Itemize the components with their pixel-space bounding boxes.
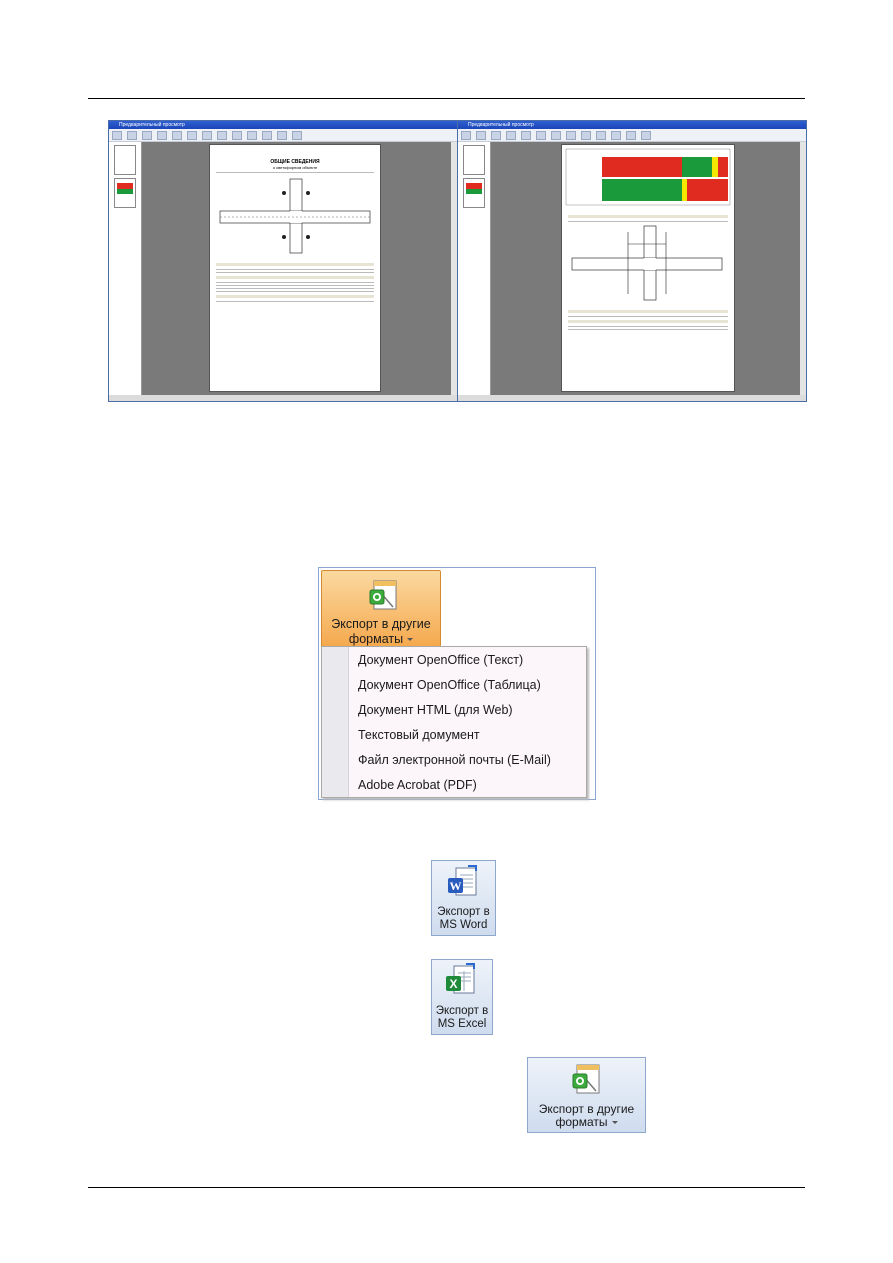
svg-text:X: X (449, 977, 457, 991)
button-label-line2: форматы (348, 632, 404, 646)
other-button-label-line2: форматы (555, 1115, 608, 1129)
scrollbar[interactable] (800, 142, 806, 395)
setup-icon[interactable] (127, 130, 137, 140)
page-icon[interactable] (202, 130, 212, 140)
controller-diagram (571, 225, 723, 301)
page-thumbnail-1[interactable] (114, 145, 136, 175)
excel-icon[interactable] (581, 130, 591, 140)
word-button-label-line2: MS Word (439, 919, 488, 931)
menu-item-openoffice-text[interactable]: Документ OpenOffice (Текст) (358, 653, 524, 667)
window-title: Предварительный просмотр (458, 121, 806, 129)
pdf-icon[interactable] (491, 130, 501, 140)
svg-text:W: W (450, 879, 462, 893)
other-formats-icon[interactable] (596, 130, 606, 140)
thumbnail-panel (109, 142, 142, 395)
excel-button-label-line2: MS Excel (437, 1018, 487, 1030)
excel-icon[interactable] (232, 130, 242, 140)
zoom-icon[interactable] (536, 130, 546, 140)
preview-page-2 (561, 144, 735, 392)
scrollbar[interactable] (451, 142, 457, 395)
menu-item-html[interactable]: Документ HTML (для Web) (358, 703, 513, 717)
export-ms-excel-button[interactable]: X Экспорт в MS Excel (431, 959, 493, 1035)
close-icon[interactable] (641, 130, 651, 140)
pdf-icon[interactable] (142, 130, 152, 140)
page-thumbnail-2[interactable] (114, 178, 136, 208)
export-other-formats-button[interactable]: Экспорт в другие форматы (321, 570, 441, 647)
chevron-down-icon[interactable] (611, 1121, 618, 1125)
intersection-diagram (219, 178, 371, 254)
menu-item-openoffice-table[interactable]: Документ OpenOffice (Таблица) (358, 678, 541, 692)
button-label-line1: Экспорт в другие (331, 617, 431, 631)
find-icon[interactable] (521, 130, 531, 140)
page-thumbnail-2[interactable] (463, 178, 485, 208)
export-document-icon (369, 580, 397, 610)
export-other-formats-button-small[interactable]: Экспорт в другие форматы (527, 1057, 646, 1133)
window-title: Предварительный просмотр (109, 121, 457, 129)
other-button-label-line1: Экспорт в другие (538, 1102, 635, 1116)
word-icon[interactable] (566, 130, 576, 140)
page-heading: ОБЩИЕ СВЕДЕНИЯ (270, 159, 320, 165)
print-preview-window-right: Предварительный просмотр (457, 120, 807, 402)
excel-button-label-line1: Экспорт в (435, 1005, 489, 1017)
export-document-icon (572, 1064, 600, 1094)
page-subheading: о светофорном объекте (272, 165, 318, 170)
export-dropdown-menu: Документ OpenOffice (Текст) Документ Ope… (321, 646, 587, 798)
find-icon[interactable] (172, 130, 182, 140)
chevron-down-icon[interactable] (407, 638, 414, 642)
print-icon[interactable] (112, 130, 122, 140)
thumbnail-panel (458, 142, 491, 395)
prev-icon[interactable] (262, 130, 272, 140)
header-rule (88, 98, 805, 99)
close-icon[interactable] (292, 130, 302, 140)
status-bar (458, 395, 806, 401)
prev-icon[interactable] (611, 130, 621, 140)
menu-item-text-document[interactable]: Текстовый домумент (358, 728, 480, 742)
footer-rule (88, 1187, 805, 1188)
word-document-icon: W (448, 865, 477, 896)
excel-document-icon: X (446, 963, 475, 994)
setup-icon[interactable] (476, 130, 486, 140)
status-bar (109, 395, 457, 401)
menu-item-pdf[interactable]: Adobe Acrobat (PDF) (358, 778, 477, 792)
export-other-formats-menu-screenshot: Экспорт в другие форматы Документ OpenOf… (318, 567, 596, 800)
export-ms-word-button[interactable]: W Экспорт в MS Word (431, 860, 496, 936)
zoom-icon[interactable] (187, 130, 197, 140)
next-icon[interactable] (626, 130, 636, 140)
print-preview-window-left: Предварительный просмотр ОБЩИЕ СВЕДЕНИЯ … (108, 120, 458, 402)
print-icon[interactable] (461, 130, 471, 140)
page-thumbnail-1[interactable] (463, 145, 485, 175)
page-icon[interactable] (551, 130, 561, 140)
preview-toolbar (458, 129, 806, 142)
menu-icon-strip (322, 647, 349, 797)
menu-item-email[interactable]: Файл электронной почты (E-Mail) (358, 753, 551, 767)
preview-toolbar (109, 129, 457, 142)
next-icon[interactable] (277, 130, 287, 140)
word-button-label-line1: Экспорт в (437, 906, 490, 918)
save-icon[interactable] (157, 130, 167, 140)
other-formats-icon[interactable] (247, 130, 257, 140)
signal-timing-chart (565, 148, 731, 206)
word-icon[interactable] (217, 130, 227, 140)
save-icon[interactable] (506, 130, 516, 140)
preview-page-1: ОБЩИЕ СВЕДЕНИЯ о светофорном объекте (209, 144, 381, 392)
